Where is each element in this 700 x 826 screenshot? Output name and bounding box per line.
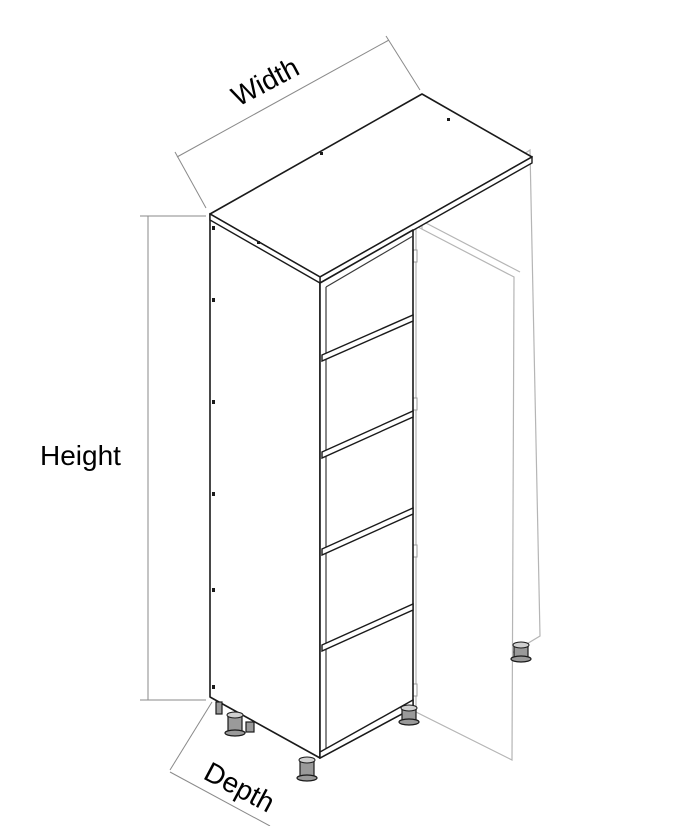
width-label: Width bbox=[226, 51, 304, 112]
legs bbox=[215, 641, 532, 782]
cabinet-leg bbox=[215, 701, 223, 715]
cabinet-leg bbox=[510, 641, 532, 663]
shelf bbox=[321, 313, 414, 363]
side-panel bbox=[209, 213, 321, 759]
height-dimension: Height bbox=[40, 215, 206, 701]
cabinet-leg bbox=[296, 756, 318, 782]
shelves bbox=[321, 313, 414, 653]
cabinet-body bbox=[209, 93, 533, 760]
height-label: Height bbox=[40, 440, 121, 471]
shelf bbox=[321, 602, 414, 653]
cabinet-leg bbox=[224, 711, 246, 737]
shelf bbox=[321, 409, 414, 460]
cabinet-leg bbox=[245, 721, 255, 733]
front-opening bbox=[319, 229, 414, 759]
shelf bbox=[321, 506, 414, 557]
open-door bbox=[410, 148, 541, 761]
side-pins bbox=[212, 118, 450, 689]
cabinet-leg bbox=[398, 704, 420, 726]
